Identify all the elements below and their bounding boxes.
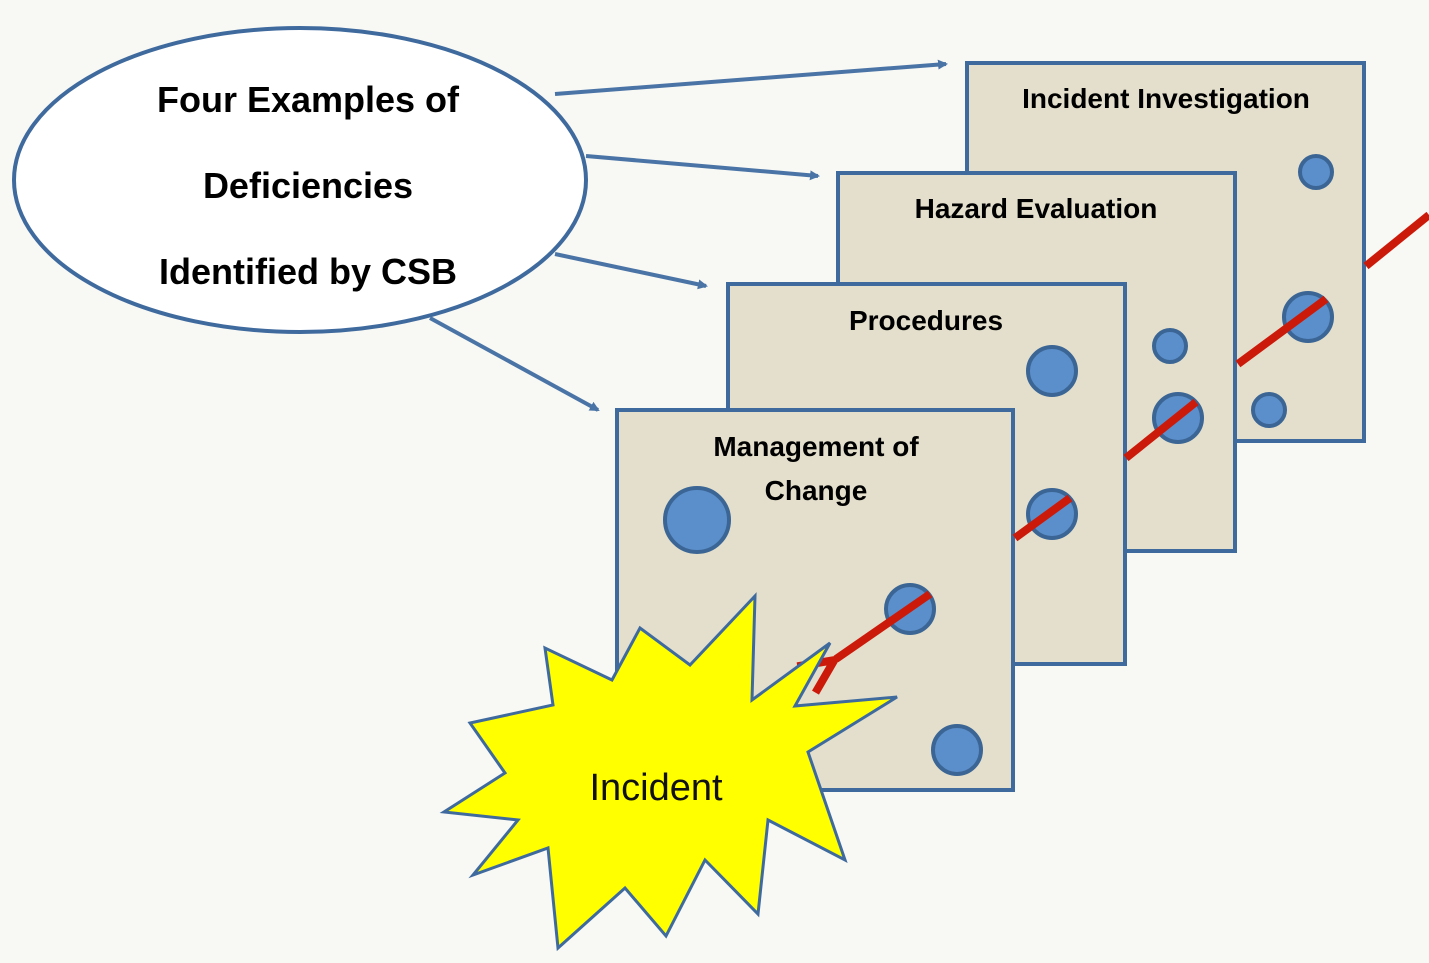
layer-title: Incident Investigation	[1022, 83, 1310, 114]
callout-line-3: Identified by CSB	[159, 251, 457, 292]
hole	[1026, 345, 1078, 397]
hole	[931, 724, 983, 776]
hole	[1298, 154, 1334, 190]
connector-arrow-procedures	[554, 252, 708, 290]
hole	[663, 486, 731, 554]
connector-arrow-management-of-change	[429, 316, 600, 412]
trajectory-segment	[1235, 295, 1329, 368]
layer-title: Hazard Evaluation	[915, 193, 1158, 224]
hole	[1251, 392, 1287, 428]
trajectory-segment	[1363, 211, 1429, 270]
connector-arrow-hazard-evaluation	[585, 154, 820, 181]
trajectory-arrow	[836, 590, 933, 659]
callout: Four Examples of Deficiencies Identified…	[12, 26, 588, 334]
hazard-trajectory	[836, 211, 1429, 659]
burst-shape	[439, 592, 898, 952]
layer-title: Procedures	[849, 305, 1003, 336]
burst-label: Incident	[589, 767, 723, 809]
layer-title-line-2: Change	[765, 475, 868, 506]
callout-line-1: Four Examples of	[157, 79, 460, 120]
trajectory-segment	[1012, 494, 1073, 542]
callout-line-2: Deficiencies	[203, 165, 413, 206]
layer-title-line-1: Management of	[713, 431, 919, 462]
trajectory-segment	[1123, 398, 1199, 462]
hole	[1152, 328, 1188, 364]
incident-burst: Incident	[439, 592, 898, 952]
connector-arrow-incident-investigation	[554, 59, 948, 96]
